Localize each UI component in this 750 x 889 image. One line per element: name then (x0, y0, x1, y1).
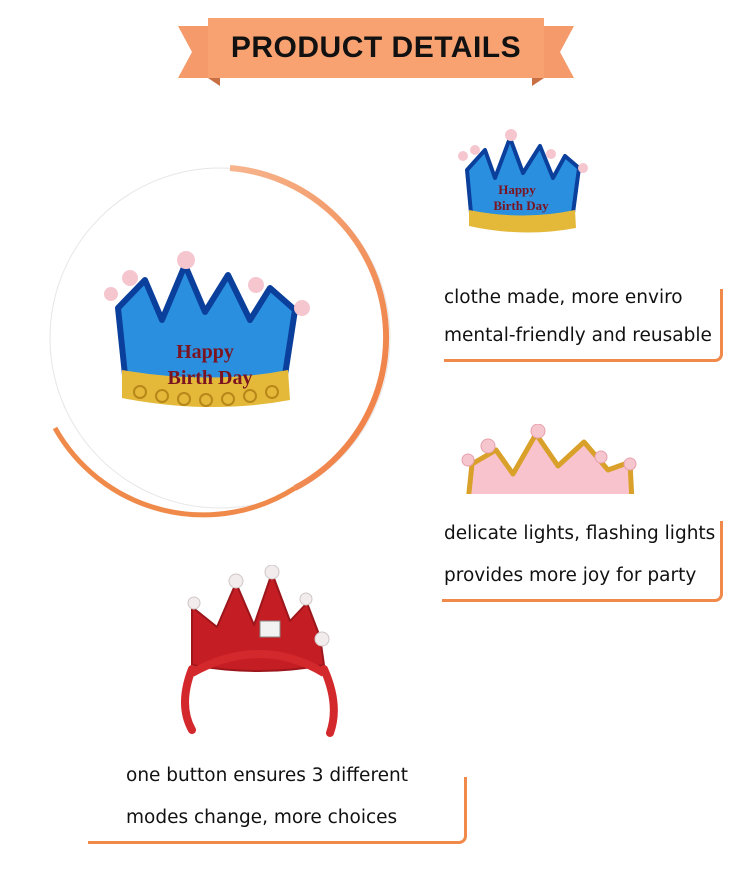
hero-blue-crown: Happy Birth Day (104, 251, 310, 408)
feature-text-line: clothe made, more enviro (444, 287, 683, 308)
caption-frame (88, 777, 467, 844)
feature-text-line: mental-friendly and reusable (444, 325, 712, 346)
small-crown-text-2: Birth Day (493, 198, 549, 213)
feature-text-line: delicate lights, flashing lights (444, 523, 716, 544)
hero-crown-text-2: Birth Day (168, 367, 253, 389)
small-blue-crown: Happy Birth Day (458, 129, 588, 233)
feature-text-line: one button ensures 3 different (126, 765, 408, 786)
caption-frame (442, 521, 723, 602)
feature-caption-lights: delicate lights, flashing lights provide… (442, 515, 724, 602)
hero-crown-text-1: Happy (176, 341, 234, 363)
feature-caption-button-modes: one button ensures 3 different modes cha… (88, 757, 467, 844)
feature-text-line: modes change, more choices (126, 807, 398, 828)
small-crown-text-1: Happy (498, 182, 536, 197)
ribbon-shape (178, 18, 574, 86)
feature-caption-material: clothe made, more enviro mental-friendly… (444, 279, 724, 362)
feature-text-line: provides more joy for party (444, 565, 697, 586)
page-title: PRODUCT DETAILS (230, 31, 522, 64)
header-ribbon: PRODUCT DETAILS (178, 18, 574, 86)
pink-crown (458, 424, 643, 502)
caption-frame (444, 289, 723, 362)
red-crown-headband (181, 565, 338, 737)
